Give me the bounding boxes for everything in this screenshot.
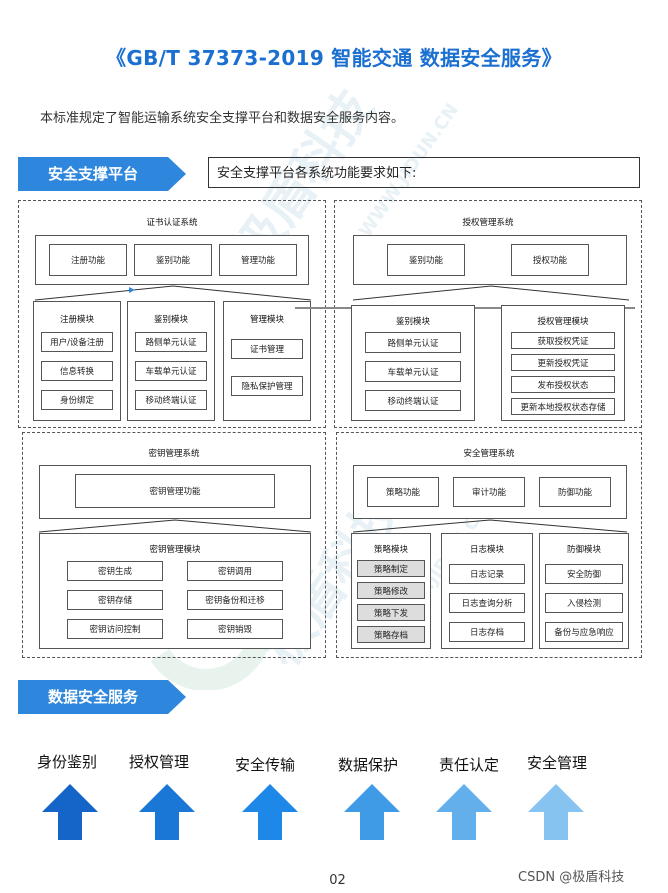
module-item: 密钥销毁 (187, 619, 283, 639)
system-title: 证书认证系统 (146, 218, 198, 228)
module-item: 密钥访问控制 (67, 619, 163, 639)
module-item: 入侵检测 (545, 593, 623, 613)
module-item: 安全防御 (545, 564, 623, 584)
service-label: 责任认定 (438, 756, 499, 774)
connector-arrow-icon (39, 519, 311, 533)
connector-arrow-icon (35, 285, 311, 301)
service-label: 数据保护 (337, 756, 398, 774)
module-item: 密钥调用 (187, 561, 283, 581)
platform-description: 安全支撑平台各系统功能要求如下: (208, 157, 640, 188)
module-title: 策略模块 (373, 545, 408, 555)
section-label: 数据安全服务 (18, 680, 168, 714)
module-item: 用户/设备注册 (41, 332, 113, 352)
module-item: 路侧单元认证 (135, 332, 207, 352)
function-box: 防御功能 (539, 477, 611, 507)
module-item: 信息转换 (41, 361, 113, 381)
page-title: 《GB/T 37373-2019 智能交通 数据安全服务》 (106, 46, 562, 70)
module-item: 隐私保护管理 (231, 376, 303, 396)
module-item: 日志存档 (449, 622, 525, 642)
module-item: 移动终端认证 (365, 390, 461, 411)
module-item: 策略存档 (357, 626, 425, 643)
up-arrow-icon (436, 784, 492, 840)
module-title: 授权管理模块 (537, 317, 589, 327)
section-banner-services: 数据安全服务 (18, 680, 188, 714)
module-item: 策略下发 (357, 604, 425, 621)
up-arrow-icon (42, 784, 98, 840)
module-item: 密钥存储 (67, 590, 163, 610)
module-item: 车载单元认证 (365, 361, 461, 382)
banner-arrow-icon (168, 157, 186, 191)
service-label: 身份鉴别 (36, 753, 97, 771)
key-system: 密钥管理系统 密钥管理功能 密钥管理模块 密钥生成 密钥调用 密钥存储 密钥备份… (22, 432, 326, 658)
function-box: 管理功能 (219, 244, 297, 276)
module-item: 路侧单元认证 (365, 332, 461, 353)
page-number: 02 (329, 873, 346, 888)
module-item: 证书管理 (231, 339, 303, 359)
up-arrow-icon (344, 784, 400, 840)
module-title: 管理模块 (249, 315, 284, 325)
module-item: 日志记录 (449, 564, 525, 584)
module-item: 身份绑定 (41, 390, 113, 410)
banner-arrow-icon (168, 680, 186, 714)
section-label: 安全支撑平台 (18, 157, 168, 191)
credit-text: CSDN @极盾科技 (518, 870, 625, 885)
module-item: 备份与应急响应 (545, 622, 623, 642)
section-banner-platform: 安全支撑平台 (18, 157, 188, 191)
up-arrow-icon (528, 784, 584, 840)
module-title: 鉴别模块 (153, 315, 188, 325)
module-item: 日志查询分析 (449, 593, 525, 613)
intro-text: 本标准规定了智能运输系统安全支撑平台和数据安全服务内容。 (40, 111, 405, 126)
module-title: 注册模块 (59, 315, 94, 325)
module-item: 策略修改 (357, 582, 425, 599)
module-item: 更新授权凭证 (511, 354, 615, 371)
function-box: 策略功能 (367, 477, 439, 507)
service-label: 授权管理 (128, 753, 189, 771)
module-title: 密钥管理模块 (149, 545, 201, 555)
module-title: 防御模块 (566, 545, 601, 555)
connector-arrow-icon (353, 519, 627, 533)
module-item: 策略制定 (357, 560, 425, 577)
security-system: 安全管理系统 策略功能 审计功能 防御功能 策略模块 策略制定 策略修改 策略下… (336, 432, 642, 658)
module-box (223, 301, 311, 421)
system-title: 密钥管理系统 (148, 449, 200, 459)
up-arrow-icon (139, 784, 195, 840)
up-arrow-icon (242, 784, 298, 840)
service-label: 安全管理 (526, 754, 587, 772)
module-item: 获取授权凭证 (511, 332, 615, 349)
connector-arrow-icon (353, 285, 629, 301)
service-arrows (42, 784, 584, 840)
function-box: 审计功能 (453, 477, 525, 507)
auth-system: 授权管理系统 鉴别功能 授权功能 鉴别模块 路侧单元认证 车载单元认证 移动终端… (295, 200, 642, 428)
module-item: 密钥生成 (67, 561, 163, 581)
system-title: 安全管理系统 (463, 449, 515, 459)
function-box: 密钥管理功能 (75, 474, 275, 508)
function-box: 授权功能 (511, 244, 589, 276)
function-box: 鉴别功能 (134, 244, 212, 276)
module-item: 密钥备份和迁移 (187, 590, 283, 610)
function-box: 注册功能 (49, 244, 127, 276)
service-label: 安全传输 (234, 756, 295, 774)
module-title: 鉴别模块 (395, 317, 430, 327)
system-title: 授权管理系统 (462, 218, 514, 228)
function-box: 鉴别功能 (387, 244, 465, 276)
module-item: 移动终端认证 (135, 390, 207, 410)
module-item: 车载单元认证 (135, 361, 207, 381)
module-item: 更新本地授权状态存储 (511, 398, 615, 415)
module-item: 发布授权状态 (511, 376, 615, 393)
module-title: 日志模块 (469, 545, 504, 555)
cert-system: 证书认证系统 注册功能 鉴别功能 管理功能 注册模块 用户/设备注册 信息转换 … (18, 200, 326, 428)
